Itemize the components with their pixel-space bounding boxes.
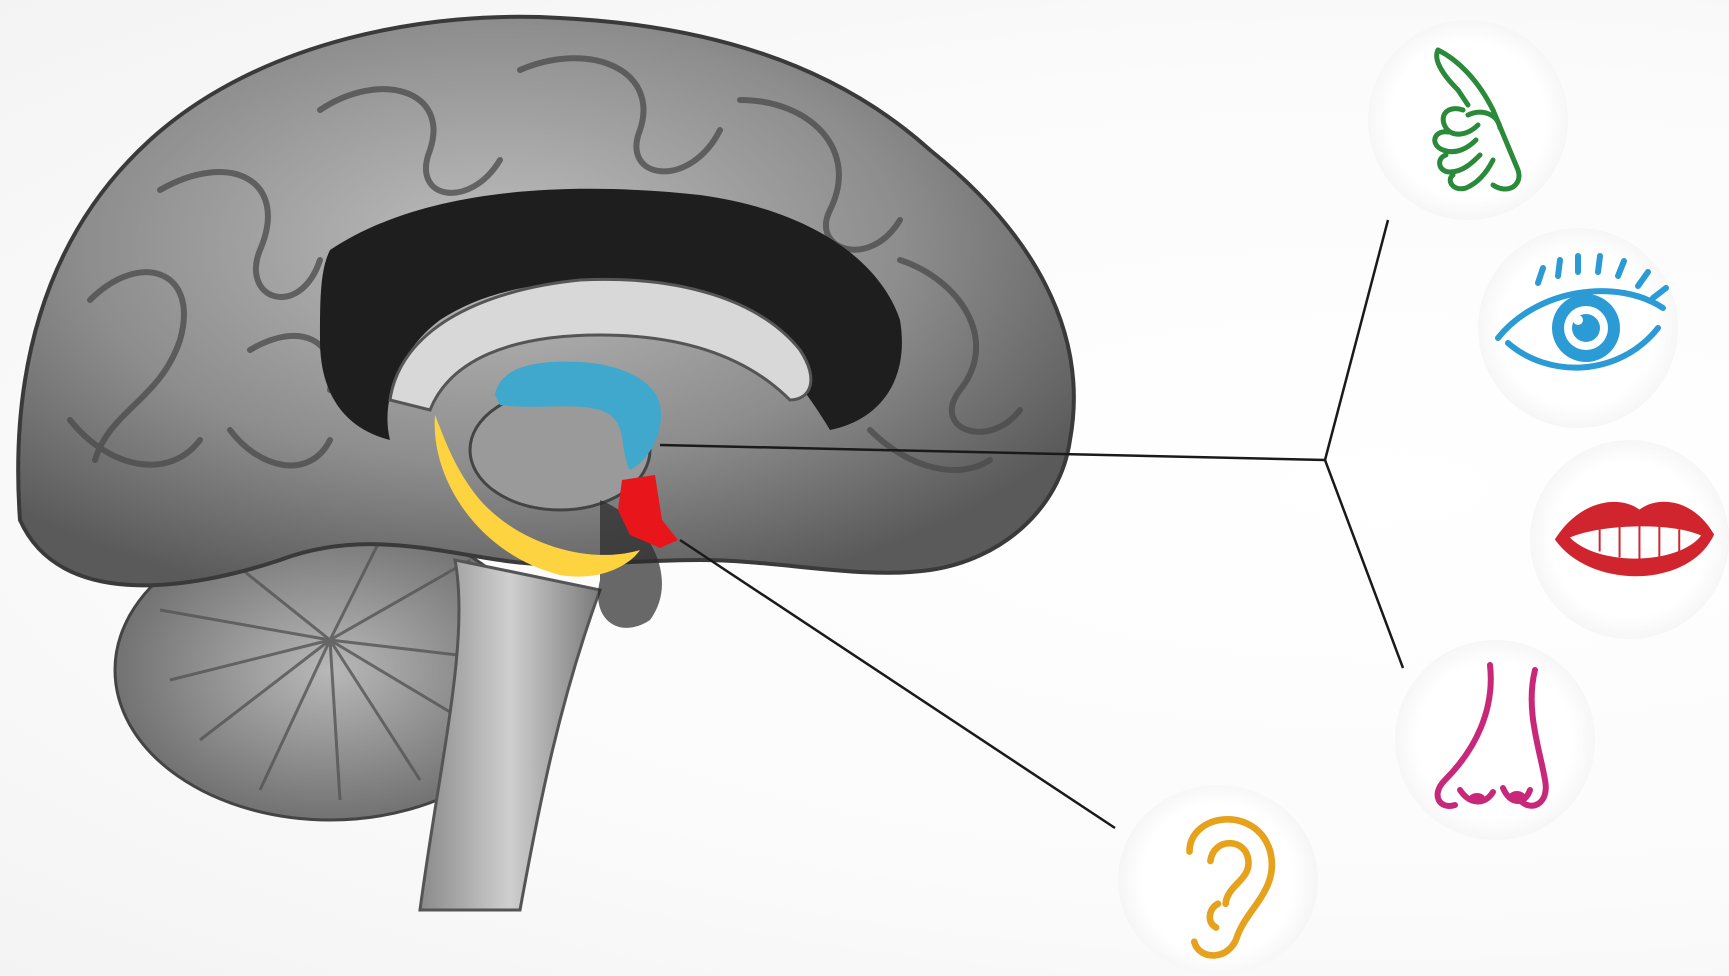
- line-hub-to-touch: [1325, 220, 1388, 460]
- line-red-to-hearing: [680, 540, 1115, 828]
- hand-icon: [1368, 20, 1568, 220]
- brain-illustration: [18, 17, 1074, 910]
- line-hub-to-smell: [1325, 460, 1403, 668]
- taste-icon-badge: [1530, 440, 1729, 639]
- hearing-icon-badge: [1118, 785, 1318, 975]
- nose-icon: [1395, 640, 1595, 840]
- ear-icon: [1118, 785, 1318, 975]
- touch-icon-badge: [1368, 20, 1568, 220]
- eye-icon: [1478, 228, 1678, 428]
- smell-icon-badge: [1395, 640, 1595, 840]
- mouth-icon: [1530, 440, 1729, 639]
- sight-icon-badge: [1478, 228, 1678, 428]
